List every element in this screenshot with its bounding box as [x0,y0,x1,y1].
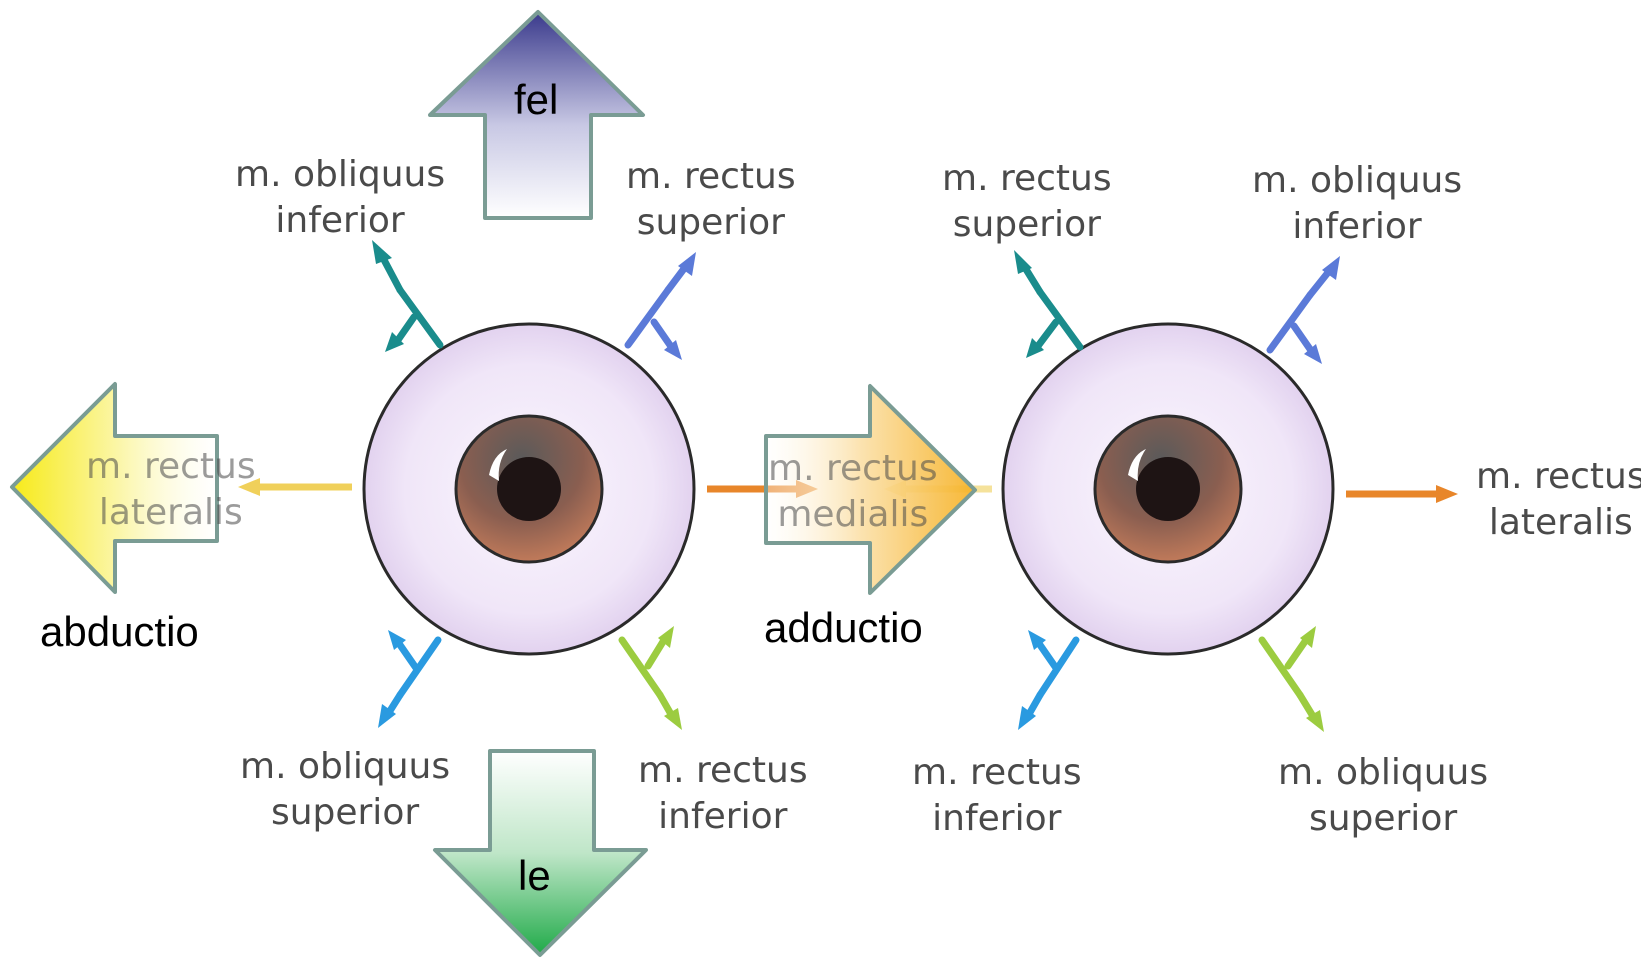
label-line-1: m. obliquus [235,152,445,198]
label-left-rectus-medialis: m. rectus medialis [768,446,938,538]
rectus-inferior-arrow-right-eye [1018,630,1076,730]
label-left-obliquus-superior: m. obliquus superior [240,744,450,836]
rectus-superior-arrow [628,252,696,360]
label-line-1: m. rectus [1476,454,1641,500]
label-line-1: m. rectus [942,156,1112,202]
obliquus-inferior-arrow [372,240,440,352]
rectus-superior-arrow-right-eye [1014,250,1080,358]
label-line-2: inferior [1252,204,1462,250]
left-eyeball-icon [364,324,694,654]
rectus-inferior-arrow [622,626,682,730]
label-left-rectus-inferior: m. rectus inferior [638,748,808,840]
label-line-1: m. obliquus [1278,750,1488,796]
direction-down-label: le [518,852,551,900]
obliquus-superior-arrow-right-eye [1262,626,1324,732]
label-line-2: inferior [638,794,808,840]
right-eyeball-icon [1003,324,1333,654]
direction-left-label: abductio [40,608,199,656]
obliquus-inferior-arrow-right-eye [1270,256,1340,364]
rectus-lateralis-arrow-right-eye [1346,485,1458,503]
label-right-rectus-lateralis: m. rectus lateralis [1476,454,1641,546]
label-right-rectus-superior: m. rectus superior [942,156,1112,248]
obliquus-superior-arrow [378,630,438,728]
label-line-2: superior [1278,796,1488,842]
label-line-2: inferior [912,796,1082,842]
label-left-rectus-lateralis: m. rectus lateralis [86,444,256,536]
label-line-1: m. obliquus [240,744,450,790]
label-line-2: superior [942,202,1112,248]
label-line-2: lateralis [86,490,256,536]
label-left-obliquus-inferior: m. obliquus inferior [235,152,445,244]
label-left-rectus-superior: m. rectus superior [626,154,796,246]
label-line-1: m. rectus [912,750,1082,796]
label-line-2: medialis [768,492,938,538]
label-line-1: m. rectus [638,748,808,794]
label-right-rectus-inferior: m. rectus inferior [912,750,1082,842]
direction-up-label: fel [514,76,558,124]
label-line-1: m. rectus [626,154,796,200]
label-line-2: inferior [235,198,445,244]
label-line-2: lateralis [1476,500,1641,546]
label-line-1: m. rectus [768,446,938,492]
label-right-obliquus-inferior: m. obliquus inferior [1252,158,1462,250]
direction-right-label: adductio [764,604,923,652]
label-line-1: m. obliquus [1252,158,1462,204]
label-right-obliquus-superior: m. obliquus superior [1278,750,1488,842]
label-line-1: m. rectus [86,444,256,490]
label-line-2: superior [626,200,796,246]
label-line-2: superior [240,790,450,836]
